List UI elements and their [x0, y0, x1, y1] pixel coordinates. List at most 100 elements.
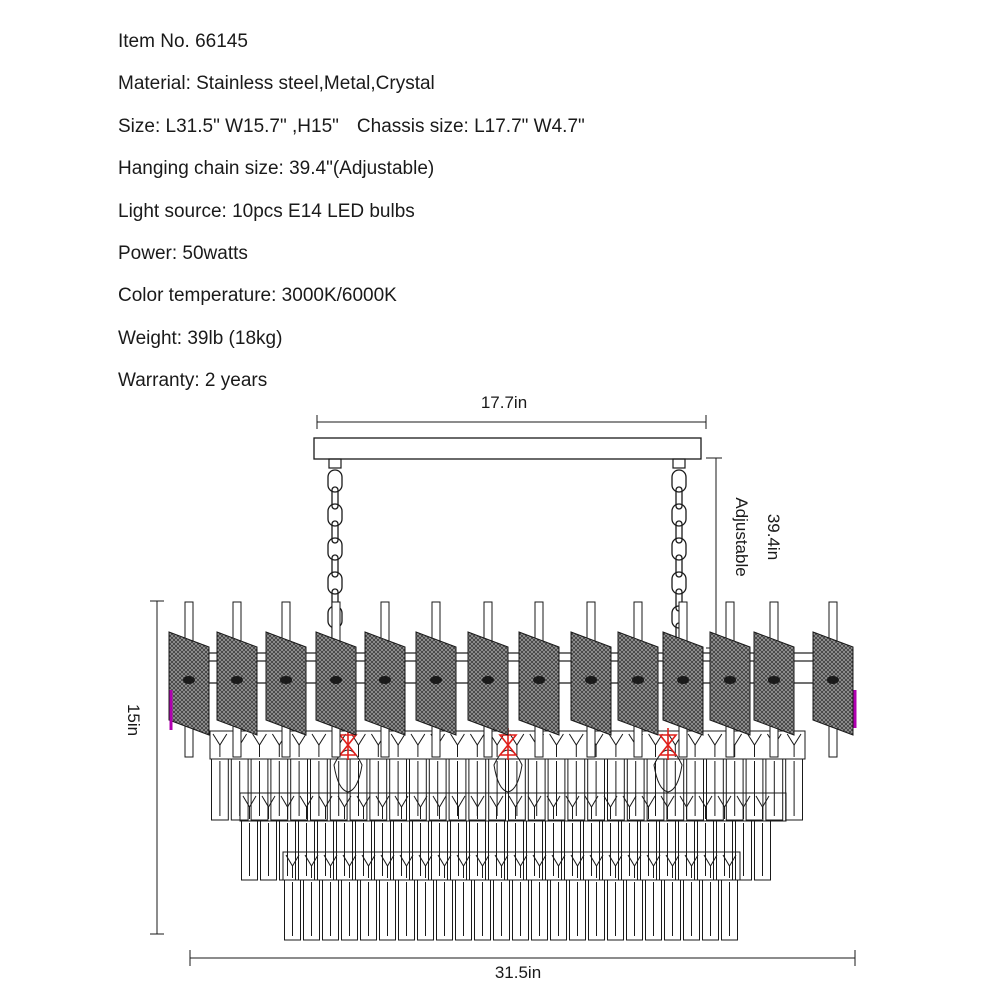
crystal-tier-bottom: [282, 851, 741, 941]
spec-size-row: Size: L31.5" W15.7" ,H15" Chassis size: L…: [118, 117, 585, 159]
crystal-prism: [468, 758, 487, 821]
crystal-prism: [602, 820, 619, 881]
panel-clip: [724, 676, 736, 684]
panel-clip: [827, 676, 839, 684]
chain-link: [671, 503, 687, 527]
crystal-cut: [568, 733, 584, 746]
chain-link: [327, 503, 343, 527]
crystal-cut: [242, 795, 257, 808]
crystal-prism: [450, 820, 467, 881]
crystal-prism: [745, 758, 764, 821]
panel-clip: [533, 676, 545, 684]
chain-link: [327, 537, 343, 561]
panel-clip: [677, 676, 689, 684]
crystal-cut: [413, 795, 428, 808]
crystal-prism: [230, 758, 249, 821]
chain-link: [331, 486, 339, 510]
crystal-cut: [489, 795, 504, 808]
panel-clip: [632, 676, 644, 684]
crystal-cut: [451, 795, 466, 808]
spec-weight: Weight: 39lb (18kg): [118, 327, 283, 349]
crystal-panels: [168, 601, 854, 758]
crystal-prism: [508, 758, 526, 821]
panel-clip: [379, 676, 391, 684]
crystal-prism: [697, 820, 714, 881]
crystal-cut: [747, 733, 762, 746]
crystal-prism: [374, 820, 391, 881]
crystal-prism: [735, 820, 752, 881]
crystal-prism: [527, 758, 546, 821]
spec-chain-size: Hanging chain size: 39.4"(Adjustable): [118, 158, 435, 180]
crystal-prism: [412, 820, 429, 881]
crystal-prism: [250, 758, 269, 821]
chain-link: [327, 571, 343, 595]
canopy-plate: [313, 437, 702, 460]
crystal-cut: [707, 733, 723, 746]
crystal-cut: [299, 795, 314, 808]
crystal-prism: [621, 820, 638, 881]
crystal-cut: [261, 795, 276, 808]
chain-adjustable-label: Adjustable: [732, 497, 751, 576]
crystal-prism: [241, 820, 258, 881]
crystal-prism: [310, 758, 328, 821]
panel-clip: [430, 676, 442, 684]
crystal-prism: [659, 820, 676, 881]
led-bulbs: [333, 728, 683, 793]
crystal-prism: [409, 758, 427, 821]
crystal-cut: [390, 733, 406, 746]
crystal-prism: [431, 820, 448, 881]
tier-upper-band: [239, 792, 787, 822]
spec-power: Power: 50watts: [118, 242, 248, 264]
spec-size: Size: L31.5" W15.7" ,H15": [118, 115, 339, 137]
spec-color-temperature: Color temperature: 3000K/6000K: [118, 285, 397, 307]
crystal-prism: [336, 820, 353, 881]
crystal-cut: [337, 795, 352, 808]
panel-clip: [585, 676, 597, 684]
crystal-prism: [583, 820, 600, 881]
crystal-prism: [678, 820, 695, 881]
panel-clip: [330, 676, 342, 684]
crystal-prism: [488, 820, 505, 881]
crystal-prism: [279, 820, 296, 881]
chain-length-label: 39.4in: [764, 514, 783, 560]
canopy-hooks: [328, 458, 686, 469]
spec-warranty: Warranty: 2 years: [118, 370, 268, 392]
chain-link: [331, 554, 339, 578]
crystal-cut: [432, 795, 447, 808]
spec-chassis-size: Chassis size: L17.7" W4.7": [356, 115, 585, 137]
crystal-cut: [410, 733, 426, 746]
crystal-cut: [622, 795, 637, 808]
crystal-cut: [603, 795, 618, 808]
crystal-tier-middle: [239, 792, 787, 881]
crystal-prism: [270, 758, 289, 821]
crystal-prism: [626, 758, 645, 821]
crystal-prism: [469, 820, 486, 881]
crystal-prism: [686, 758, 705, 821]
crystal-prism: [607, 758, 625, 821]
chain-link: [675, 520, 683, 544]
crystal-cut: [717, 795, 732, 808]
chain-link: [675, 554, 683, 578]
crystal-cut: [450, 733, 465, 746]
crystal-prism: [448, 758, 467, 821]
crystal-cut: [469, 733, 485, 746]
crystal-prism: [355, 820, 372, 881]
crystal-cut: [698, 795, 713, 808]
crystal-prism: [545, 820, 562, 881]
crystal-cut: [608, 733, 624, 746]
chain-link: [671, 537, 687, 561]
crystal-prism: [393, 820, 410, 881]
crystal-cut: [687, 733, 703, 746]
crystal-cut: [311, 733, 327, 746]
crystal-prism: [547, 758, 566, 821]
crystal-prism: [765, 758, 784, 821]
spec-material: Material: Stainless steel,Metal,Crystal: [118, 73, 435, 95]
crystal-cut: [549, 733, 564, 746]
chain-link: [675, 486, 683, 510]
crystal-cut: [212, 733, 228, 746]
panel-clip: [768, 676, 780, 684]
crystal-prism: [587, 758, 606, 821]
crystal-prism: [725, 758, 744, 821]
dimension-lines: [150, 415, 856, 966]
